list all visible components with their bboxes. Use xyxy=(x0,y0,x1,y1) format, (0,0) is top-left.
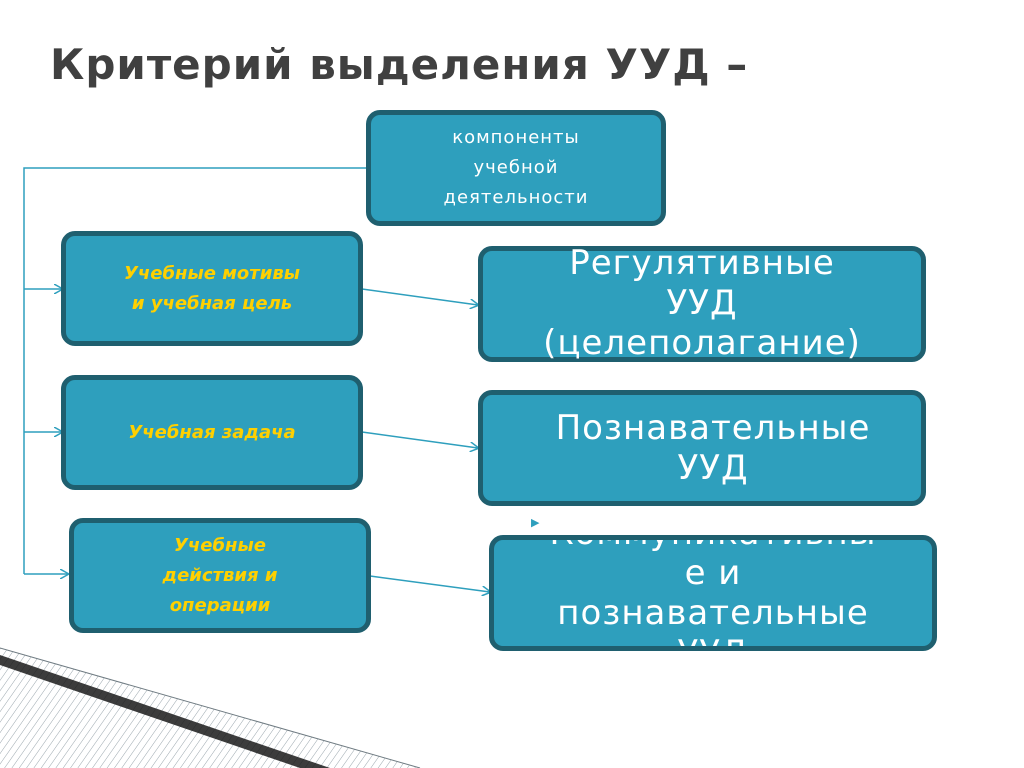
node-regulatory-label: Регулятивные УУД (целеполагание) xyxy=(543,243,861,363)
node-motives-label: Учебные мотивы и учебная цель xyxy=(114,259,310,319)
bullet-marker-icon: ▶ xyxy=(531,516,539,529)
link-arrow-2 xyxy=(362,432,478,448)
link-arrow-3 xyxy=(370,576,490,592)
node-cognitive-label: Познавательные УУД xyxy=(556,408,871,488)
node-components: компоненты учебной деятельности xyxy=(366,110,666,226)
trunk-line xyxy=(24,168,368,574)
node-task: Учебная задача xyxy=(61,375,363,490)
node-task-label: Учебная задача xyxy=(118,418,305,448)
node-motives: Учебные мотивы и учебная цель xyxy=(61,231,363,346)
node-communicative-label: Коммуникативны е и познавательные УУД xyxy=(549,535,876,651)
link-arrow-1 xyxy=(362,289,478,305)
node-cognitive: Познавательные УУД xyxy=(478,390,926,506)
node-regulatory: Регулятивные УУД (целеполагание) xyxy=(478,246,926,362)
node-communicative: Коммуникативны е и познавательные УУД xyxy=(489,535,937,651)
node-actions: Учебные действия и операции xyxy=(69,518,371,633)
node-actions-label: Учебные действия и операции xyxy=(153,531,288,621)
node-components-label: компоненты учебной деятельности xyxy=(444,123,589,213)
